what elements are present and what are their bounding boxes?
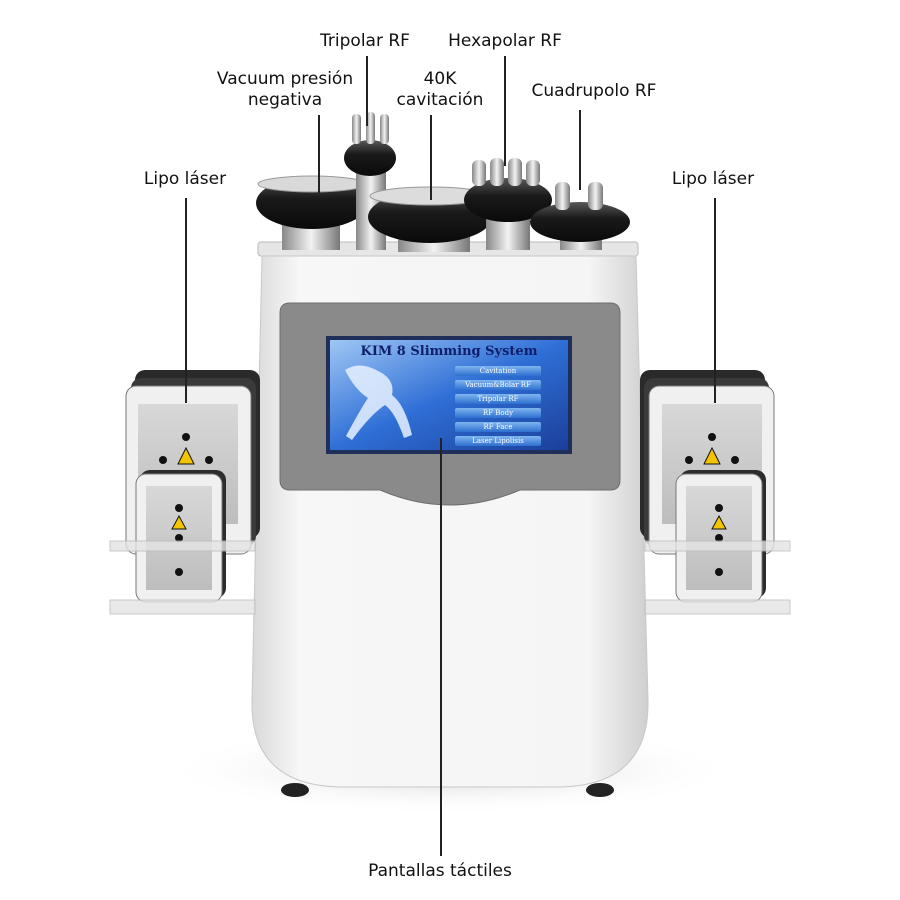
screen-menu-item: Cavitation bbox=[455, 366, 541, 376]
leader-line-lipo-right bbox=[714, 198, 716, 403]
screen-menu-item: RF Body bbox=[455, 408, 541, 418]
label-lipo-right: Lipo láser bbox=[671, 169, 755, 189]
left-laser-stack bbox=[109, 370, 260, 615]
label-hexapolar: Hexapolar RF bbox=[448, 31, 562, 51]
screen-figure bbox=[345, 365, 412, 440]
hexapolar-head bbox=[464, 158, 552, 250]
screen-menu-item: Laser Lipolisis bbox=[455, 436, 541, 446]
leader-line-lipo-left bbox=[185, 198, 187, 403]
leader-line-cuadrupolo bbox=[579, 110, 581, 190]
right-laser-stack bbox=[640, 370, 791, 615]
label-cuadrupolo: Cuadrupolo RF bbox=[531, 81, 657, 101]
cuadrupolo-head bbox=[530, 182, 630, 250]
leader-line-cavitation bbox=[430, 115, 432, 200]
screen-menu-item: Vacuum&Bolar RF bbox=[455, 380, 541, 390]
label-tripolar: Tripolar RF bbox=[320, 31, 410, 51]
screen-menu-item: RF Face bbox=[455, 422, 541, 432]
screen-title: KIM 8 Slimming System bbox=[360, 344, 538, 359]
right-foot bbox=[586, 783, 614, 797]
leader-line-hexapolar bbox=[504, 56, 506, 166]
screen-menu-item: Tripolar RF bbox=[455, 394, 541, 404]
left-foot bbox=[281, 783, 309, 797]
leader-line-screen bbox=[440, 438, 442, 856]
label-lipo-left: Lipo láser bbox=[143, 169, 227, 189]
leader-line-tripolar bbox=[366, 56, 368, 126]
tripolar-head bbox=[344, 112, 396, 250]
leader-line-vacuum bbox=[318, 115, 320, 193]
vacuum-head bbox=[256, 175, 368, 250]
label-screen: Pantallas táctiles bbox=[368, 861, 512, 881]
